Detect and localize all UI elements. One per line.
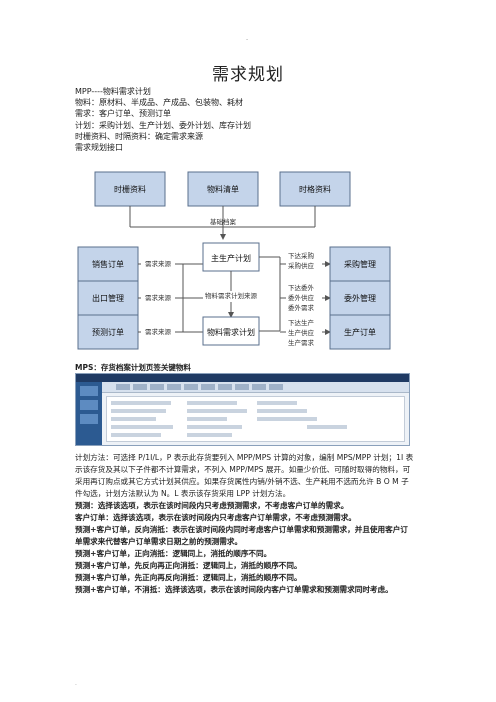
intro-line: 时栅资料、时隔资料：确定需求来源 [75, 131, 203, 141]
paragraph: 计划方法：可选择 P/1I/L，P 表示此存货要列入 MPP/MPS 计算的对象… [75, 453, 414, 498]
intro-line: 物料：原材料、半成品、产成品、包装物、耗材 [75, 98, 243, 108]
edge-label: 下达生产 [288, 318, 315, 327]
edge-label: 生产需求 [288, 338, 315, 347]
edge-label: 下达采购 [288, 251, 315, 260]
right-box-label: 委外管理 [344, 293, 376, 303]
top-box-label: 物料清单 [207, 184, 239, 194]
right-box-purchase: 采购管理 [329, 246, 391, 282]
center-box-label: 主生产计划 [211, 253, 251, 263]
intro-line: 计划：采购计划、生产计划、委外计划、库存计划 [75, 120, 251, 130]
right-box-label: 生产订单 [344, 327, 376, 337]
center-box-mrp: 物料需求计划 [202, 316, 260, 346]
top-box-time-fence: 时栅资料 [94, 171, 166, 207]
top-box-time-bucket: 时格资料 [279, 171, 351, 207]
intro-line: 需求规划接口 [75, 143, 123, 153]
paragraph: 客户订单：选择该选项，表示在该时间段内只考虑客户订单需求，不考虑预测需求。 [75, 513, 356, 522]
paragraph: 预测+客户订单，正向消抵：逻辑同上，消抵的顺序不同。 [75, 549, 272, 558]
edge-label: 委外供应 [288, 293, 315, 302]
top-box-bom: 物料清单 [187, 171, 259, 207]
intro-line: 需求：客户订单、预测订单 [75, 109, 171, 119]
right-box-label: 采购管理 [344, 259, 376, 269]
footer-mark: . [75, 680, 77, 687]
edge-label: 生产供应 [288, 328, 315, 337]
paragraph: 预测+客户订单，反向消抵：表示在该时间段内同时考虑客户订单需求和预测需求，并且使… [75, 525, 408, 546]
requirement-planning-diagram: 时栅资料 物料清单 时格资料 基础档案 销售订单 出口管理 预测订单 需求来源 … [77, 171, 391, 350]
left-box-label: 出口管理 [92, 293, 124, 303]
edge-label: 需求来源 [145, 327, 172, 336]
paragraph: 预测：选择该选项，表示在该时间段内只考虑预测需求，不考虑客户订单的需求。 [75, 501, 349, 510]
paragraph: 预测+客户订单，先正向再反向消抵：逻辑同上，消抵的顺序不同。 [75, 573, 302, 582]
left-box-label: 销售订单 [92, 259, 124, 269]
center-box-label: 物料需求计划 [207, 327, 255, 337]
left-box-sales-order: 销售订单 [77, 246, 139, 282]
left-box-export: 出口管理 [77, 280, 139, 316]
center-box-mps: 主生产计划 [202, 242, 260, 272]
planning-method-description: 计划方法：可选择 P/1I/L，P 表示此存货要列入 MPP/MPS 计算的对象… [75, 452, 415, 596]
center-middle-label: 物料需求计划来源 [205, 291, 258, 300]
top-box-label: 时栅资料 [114, 184, 146, 194]
left-box-forecast: 预测订单 [77, 314, 139, 350]
mps-heading: MPS：存货档案计划页签关键物料 [75, 363, 191, 372]
edge-label: 采购供应 [288, 261, 315, 270]
right-box-production-order: 生产订单 [329, 314, 391, 350]
inventory-plan-screenshot [75, 373, 410, 446]
page-title: 需求规划 [212, 65, 284, 85]
edge-label: 需求来源 [145, 293, 172, 302]
top-box-label: 时格资料 [299, 184, 331, 194]
intro-line: MPP----物料需求计划 [75, 87, 151, 96]
edge-label: 下达委外 [288, 283, 315, 292]
edge-label: 需求来源 [145, 259, 172, 268]
edge-label: 委外需求 [288, 303, 315, 312]
right-box-outsourcing: 委外管理 [329, 280, 391, 316]
header-mark: - [246, 36, 249, 43]
paragraph: 预测+客户订单，先反向再正向消抵：逻辑同上，消抵的顺序不同。 [75, 561, 302, 570]
paragraph: 预测+客户订单，不消抵：选择该选项，表示在该时间段内客户订单需求和预测需求同时考… [75, 585, 393, 594]
base-archive-label: 基础档案 [210, 217, 237, 226]
intro-list: MPP----物料需求计划 物料：原材料、半成品、产成品、包装物、耗材 需求：客… [75, 86, 251, 153]
left-box-label: 预测订单 [92, 327, 124, 337]
